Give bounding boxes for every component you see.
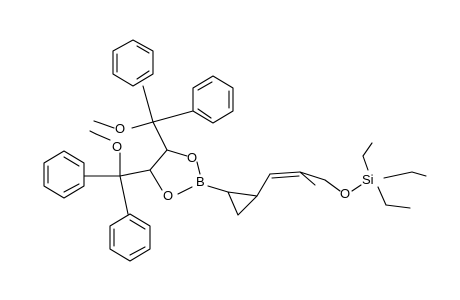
triethylsilyl-group bbox=[362, 142, 427, 209]
bond-cq1-ring bbox=[152, 121, 168, 151]
bond-cq1-o bbox=[131, 121, 154, 129]
atom-silicon: Si bbox=[362, 172, 374, 187]
bond-o-methyl-left bbox=[95, 133, 111, 141]
bond-o-methyl-top bbox=[99, 122, 115, 129]
methyl-top-tick bbox=[93, 120, 101, 124]
cyclopropane-ring bbox=[227, 191, 258, 216]
dioxaborolane-ring bbox=[149, 149, 201, 195]
bond-cq1-ph-right bbox=[152, 110, 194, 123]
atom-boron: B bbox=[196, 174, 205, 189]
phenyl-ring-right bbox=[192, 75, 234, 124]
bond-b-cyclopropyl bbox=[207, 185, 229, 193]
bond-cq1-ph-upper bbox=[142, 85, 154, 123]
bond-ch2-o bbox=[324, 179, 341, 192]
methyl-left-tick bbox=[89, 130, 97, 135]
atom-o-methoxy-left: O bbox=[112, 139, 122, 154]
bond-cq2-ph-lower bbox=[119, 175, 129, 215]
atom-o-ring-top: O bbox=[187, 150, 197, 165]
bond-o-si bbox=[351, 184, 362, 192]
phenyl-ring-lower bbox=[109, 213, 151, 262]
alkene-double-bond bbox=[269, 171, 316, 186]
phenyl-ring-upper bbox=[112, 39, 154, 87]
atom-o-methoxy-top: O bbox=[115, 121, 125, 136]
bond-cq2-ring bbox=[119, 169, 151, 177]
bond-cyclopropyl-alkene bbox=[256, 173, 271, 197]
atom-o-silyl: O bbox=[340, 186, 350, 201]
atom-o-ring-bottom: O bbox=[163, 188, 173, 203]
phenyl-ring-left bbox=[43, 150, 85, 199]
bond-ch2-alkene bbox=[299, 171, 326, 181]
